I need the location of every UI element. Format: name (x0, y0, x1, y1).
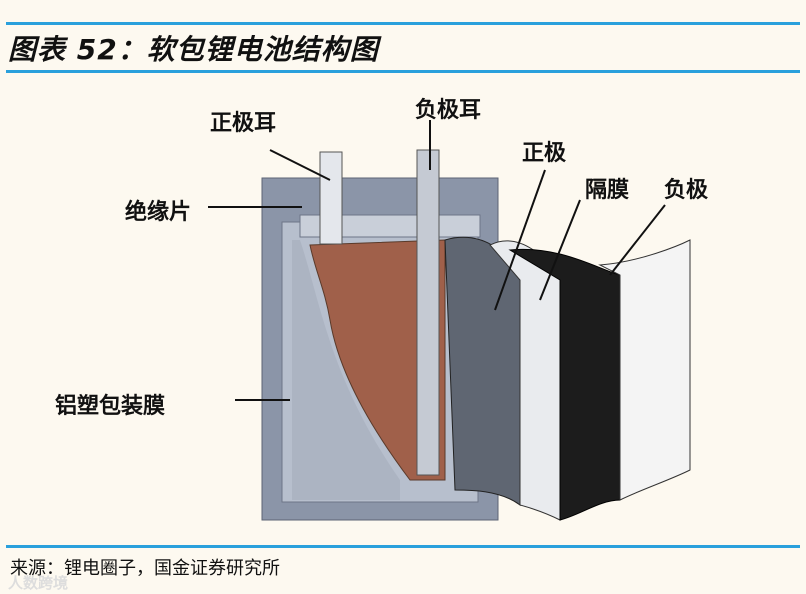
negative-tab (416, 149, 440, 476)
watermark: 人数跨境 (8, 574, 69, 592)
leader-positive (494, 169, 546, 311)
title-rule (6, 70, 800, 73)
leader-positive-tab (269, 149, 331, 181)
label-positive-electrode: 正极 (522, 141, 567, 166)
source-note: 来源：锂电圈子，国金证券研究所 (10, 558, 280, 579)
cell-stack (309, 239, 446, 481)
label-negative-electrode: 负极 (664, 178, 709, 203)
label-pouch-film: 铝塑包装膜 (55, 394, 166, 419)
figure-title: 图表 52：软包锂电池结构图 (8, 33, 379, 66)
label-negative-tab: 负极耳 (415, 98, 482, 123)
label-separator: 隔膜 (585, 178, 630, 203)
bottom-rule (6, 545, 800, 548)
label-insulator: 绝缘片 (125, 200, 192, 225)
pouch-fold (292, 240, 400, 500)
label-positive-tab: 正极耳 (210, 111, 277, 136)
positive-tab (319, 151, 343, 245)
leader-negative (609, 204, 666, 276)
leader-separator (539, 199, 581, 301)
positive-sheet (444, 236, 521, 506)
top-rule (6, 22, 800, 25)
outer-sheet (598, 239, 691, 501)
